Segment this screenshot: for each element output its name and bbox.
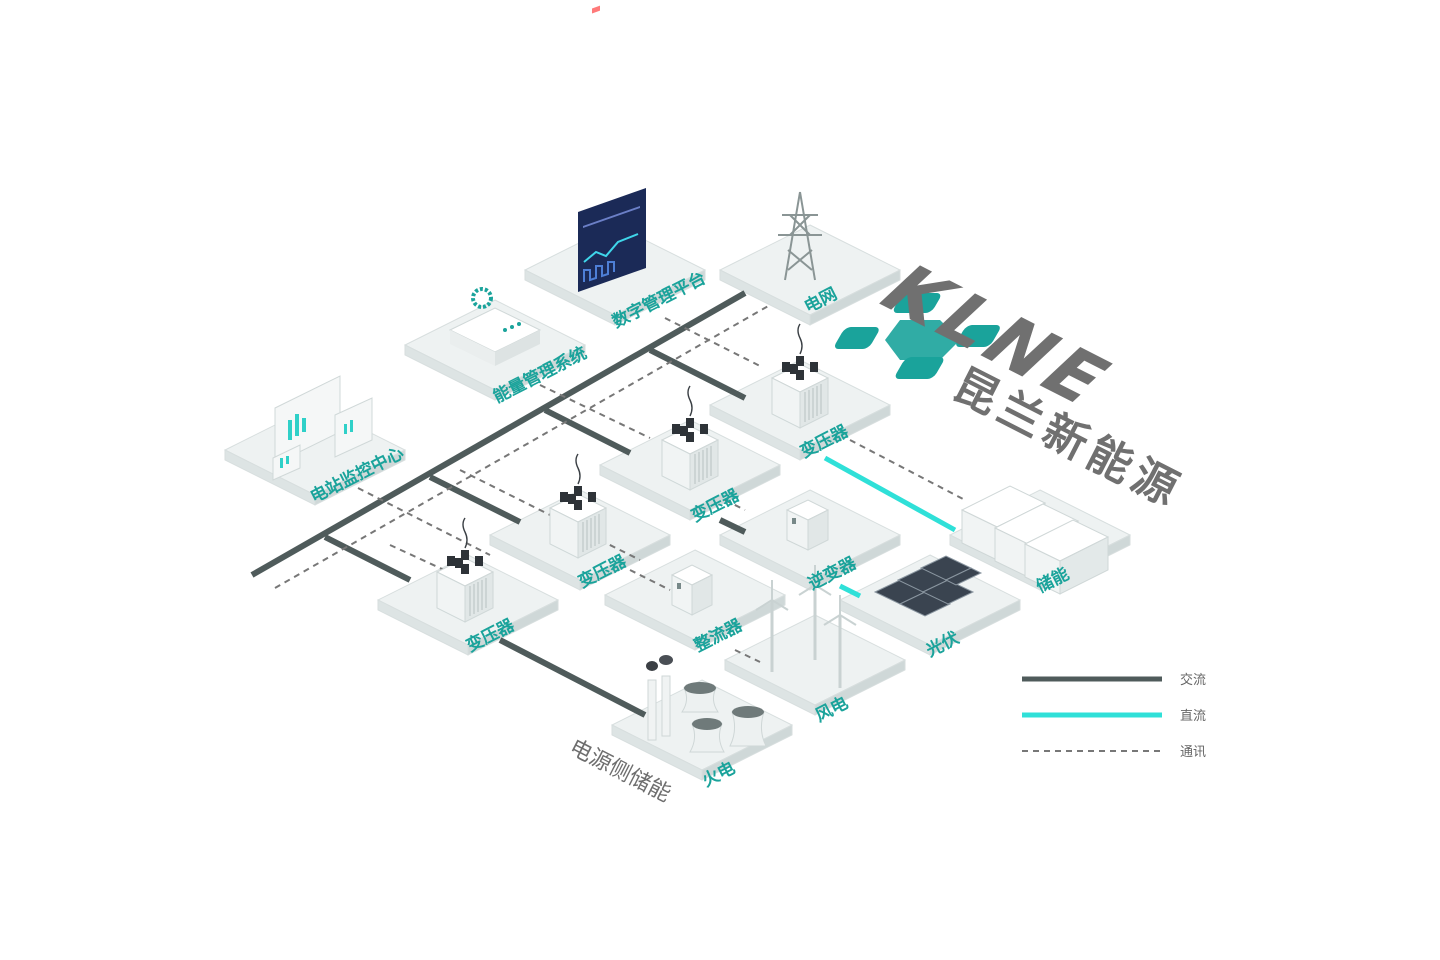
solar-panels-icon — [873, 555, 983, 617]
ac-lines — [250, 290, 747, 718]
ac-branch-1 — [648, 347, 747, 401]
gear-icon — [471, 287, 493, 309]
comm-3 — [357, 487, 491, 556]
comm-1 — [664, 317, 761, 367]
transformer-icons — [435, 323, 830, 623]
ems-box-icon — [448, 287, 542, 366]
ac-branch-3 — [428, 474, 522, 525]
transformer-icon — [548, 453, 608, 559]
dc-lines — [823, 455, 957, 599]
comm-10 — [734, 649, 761, 663]
comm-2 — [539, 384, 651, 439]
ac-branch-2 — [543, 407, 632, 456]
rectifier-cabinet-icon — [670, 564, 714, 616]
wind-turbines-icon — [755, 565, 857, 688]
inverter-cabinet-icon — [785, 499, 830, 551]
brand-logo: KLNE 昆兰新能源 — [835, 252, 1191, 518]
power-tower-icon — [778, 191, 822, 281]
legend-label-ac: 交流 — [1180, 672, 1206, 688]
tile-grid — [718, 224, 902, 326]
comm-8 — [724, 499, 746, 511]
ac-branch-4 — [323, 534, 412, 583]
storage-containers-icon — [960, 485, 1110, 595]
dc-line-pv — [838, 583, 862, 599]
transformer-icon — [660, 385, 720, 491]
comm-7 — [849, 439, 966, 501]
dashboard-screen-icon — [578, 5, 646, 292]
comm-5 — [599, 539, 641, 561]
dc-line-storage — [823, 455, 957, 533]
ac-branch-5 — [718, 517, 747, 535]
legend: 交流 直流 通讯 — [1022, 672, 1206, 760]
legend-label-comm: 通讯 — [1180, 745, 1206, 760]
thermal-plant-icon — [646, 655, 767, 753]
comm-main-bus — [274, 304, 771, 589]
transformer-icon — [770, 323, 830, 429]
monitor-screens-icon — [272, 375, 373, 481]
transformer-icon — [435, 517, 495, 623]
comm-9 — [629, 569, 671, 591]
ac-main-bus — [250, 290, 747, 578]
comm-4 — [459, 469, 561, 521]
logo-mark-icon — [835, 293, 1000, 379]
legend-label-dc: 直流 — [1180, 709, 1206, 724]
ac-branch-6 — [498, 637, 647, 718]
